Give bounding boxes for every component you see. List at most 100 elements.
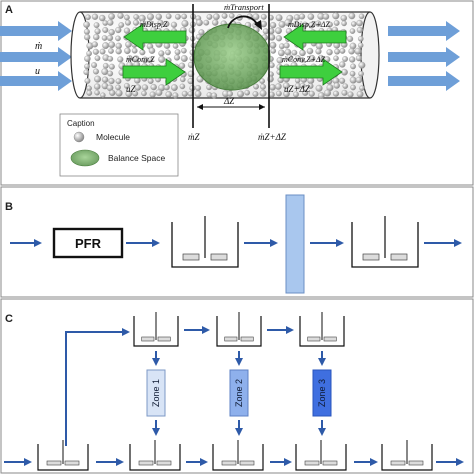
molecule bbox=[123, 82, 130, 89]
molecule bbox=[203, 19, 210, 26]
molecule bbox=[307, 83, 314, 89]
molecule bbox=[181, 47, 187, 54]
molecule bbox=[150, 83, 157, 91]
molecule bbox=[107, 55, 114, 62]
molecule bbox=[83, 28, 90, 35]
tank-vessel bbox=[37, 444, 89, 471]
molecule bbox=[276, 56, 284, 64]
molecule bbox=[170, 21, 178, 28]
molecule bbox=[180, 76, 186, 83]
inlet-velocity-label: u bbox=[35, 66, 40, 77]
legend-molecule-label: Molecule bbox=[96, 132, 130, 142]
molecule bbox=[115, 26, 122, 34]
molecule bbox=[355, 55, 362, 62]
molecule bbox=[115, 42, 122, 50]
outlet-arrow-2 bbox=[388, 47, 460, 67]
molecule bbox=[299, 57, 305, 63]
molecule bbox=[244, 89, 251, 96]
molecule bbox=[146, 13, 155, 21]
molecule bbox=[86, 50, 92, 57]
molecule bbox=[93, 83, 101, 90]
panel-b-letter: B bbox=[5, 201, 13, 213]
molecule bbox=[117, 56, 124, 63]
outlet-arrows bbox=[388, 21, 460, 91]
molecule bbox=[94, 75, 102, 83]
velocity-z-label: uZ bbox=[126, 84, 137, 94]
molecule bbox=[131, 47, 138, 54]
molecule bbox=[84, 34, 91, 41]
zone-3-label: Zone 3 bbox=[317, 379, 327, 407]
molecule bbox=[323, 89, 332, 97]
molecule bbox=[115, 48, 122, 55]
stirrer-blade-right bbox=[156, 460, 172, 466]
feed-line bbox=[65, 328, 130, 446]
molecule bbox=[211, 92, 218, 99]
stirrer-blade-right bbox=[157, 336, 171, 342]
molecule bbox=[283, 90, 290, 98]
molecule bbox=[84, 77, 91, 84]
molecule bbox=[326, 49, 333, 56]
molecule bbox=[147, 20, 154, 26]
lower-tank-row bbox=[37, 440, 433, 471]
delta-z-arrowhead-left bbox=[197, 104, 203, 110]
caption-title: Caption bbox=[67, 119, 95, 128]
molecule bbox=[349, 70, 356, 77]
molecule bbox=[342, 56, 349, 62]
molecule bbox=[174, 49, 181, 56]
molecule bbox=[125, 41, 132, 48]
outlet-arrow-1 bbox=[388, 21, 460, 41]
stirrer-blade-left bbox=[182, 253, 200, 261]
molecule bbox=[226, 90, 233, 97]
stirrer-blade-left bbox=[46, 460, 62, 466]
stirrer-blade-left bbox=[141, 336, 155, 342]
molecule bbox=[339, 61, 346, 68]
molecule bbox=[93, 33, 100, 41]
tank-vessel bbox=[381, 444, 433, 471]
convection-z-label: ṁConv,Z bbox=[126, 55, 155, 64]
zone-3-column bbox=[312, 369, 332, 417]
molecule bbox=[308, 21, 316, 29]
molecule bbox=[157, 19, 164, 26]
stirrer-blade-right bbox=[322, 460, 338, 466]
molecule bbox=[170, 84, 178, 91]
dispersion-z-label: ṁDisp,Z bbox=[140, 20, 168, 29]
molecule bbox=[194, 90, 202, 98]
molecule bbox=[213, 13, 220, 21]
molecule bbox=[132, 19, 140, 26]
stirrer-blade-left bbox=[362, 253, 380, 261]
molecule bbox=[147, 78, 154, 84]
panel-c-letter: C bbox=[5, 313, 13, 325]
molecule bbox=[101, 76, 109, 83]
zone-1-column bbox=[146, 369, 166, 417]
molecule bbox=[115, 78, 122, 85]
molecule bbox=[172, 43, 179, 49]
stirred-tank bbox=[381, 440, 433, 471]
molecule bbox=[275, 83, 282, 90]
zone-2-column bbox=[229, 369, 249, 417]
molecule bbox=[253, 83, 260, 90]
legend-balance-space-label: Balance Space bbox=[108, 153, 165, 163]
upper-tank-row bbox=[133, 312, 345, 347]
molecule bbox=[124, 14, 130, 21]
tank-vessel bbox=[216, 316, 262, 347]
molecule bbox=[123, 27, 131, 34]
molecule bbox=[115, 35, 121, 42]
molecule bbox=[206, 13, 213, 20]
molecule bbox=[275, 27, 282, 35]
molecule bbox=[126, 55, 133, 61]
stirrer-blade-left bbox=[390, 460, 406, 466]
tube-outlet-end bbox=[360, 11, 380, 99]
molecule bbox=[299, 82, 306, 89]
tank-vessel bbox=[299, 316, 345, 347]
molecule bbox=[195, 19, 203, 27]
molecule bbox=[270, 48, 277, 54]
stirrer-blade-left bbox=[307, 336, 321, 342]
molecule bbox=[341, 89, 348, 96]
stirrer-blade-right bbox=[210, 253, 228, 261]
stirrer-blade-left bbox=[138, 460, 154, 466]
molecule bbox=[125, 19, 131, 26]
molecule bbox=[118, 22, 125, 28]
stirrer-blade-left bbox=[221, 460, 237, 466]
molecule bbox=[355, 76, 363, 84]
molecule bbox=[322, 13, 330, 20]
